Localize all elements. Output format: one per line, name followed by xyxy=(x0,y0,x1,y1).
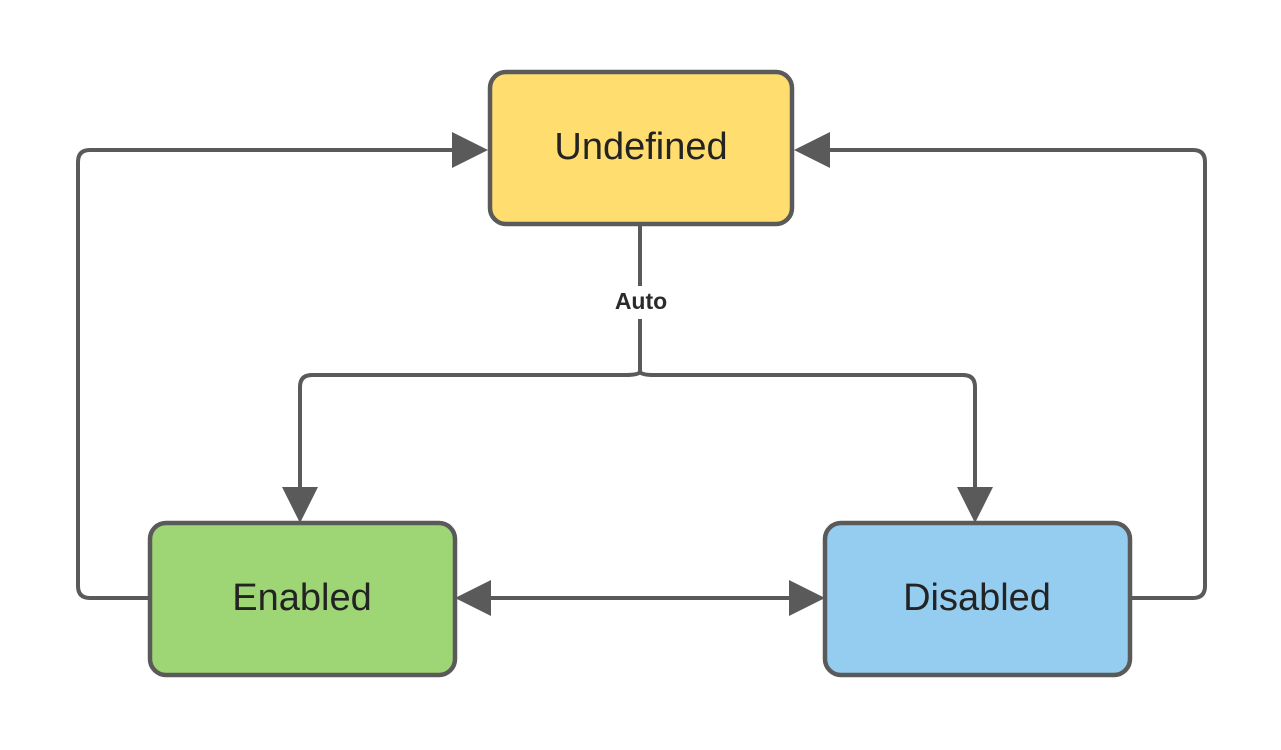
edge-disabled-to-undefined-path xyxy=(830,148,1207,600)
state-node-undefined-box[interactable] xyxy=(487,69,795,227)
edge-branch-to-disabled-path xyxy=(638,370,977,487)
state-node-disabled-label: Disabled xyxy=(903,577,1051,619)
edge-branch-to-enabled-arrowhead xyxy=(282,487,318,523)
edge-branch-to-enabled xyxy=(282,370,642,523)
edge-branch-to-disabled xyxy=(638,370,993,523)
edge-enabled-disabled-arrowhead-right xyxy=(789,580,825,616)
state-node-enabled-box[interactable] xyxy=(147,520,458,678)
state-node-disabled[interactable]: Disabled xyxy=(822,520,1133,678)
edge-enabled-disabled-arrowhead-left xyxy=(455,580,491,616)
state-node-undefined[interactable]: Undefined xyxy=(487,69,795,227)
edge-label-auto-backdrop xyxy=(596,286,686,319)
edge-label-auto: Auto xyxy=(615,288,667,314)
edge-enabled-to-undefined-arrowhead xyxy=(452,132,488,168)
edge-disabled-to-undefined xyxy=(794,132,1207,600)
edge-disabled-to-undefined-arrowhead xyxy=(794,132,830,168)
edge-enabled-to-undefined xyxy=(76,132,488,600)
state-node-undefined-label: Undefined xyxy=(554,126,727,168)
edge-branch-to-enabled-path xyxy=(298,370,642,487)
edge-enabled-disabled xyxy=(455,580,825,616)
state-node-enabled-label: Enabled xyxy=(232,577,371,619)
state-node-disabled-box[interactable] xyxy=(822,520,1133,678)
state-node-enabled[interactable]: Enabled xyxy=(147,520,458,678)
edge-enabled-to-undefined-path xyxy=(76,148,452,600)
edge-branch-to-disabled-arrowhead xyxy=(957,487,993,523)
edge-label-auto-group: Auto xyxy=(596,286,686,319)
